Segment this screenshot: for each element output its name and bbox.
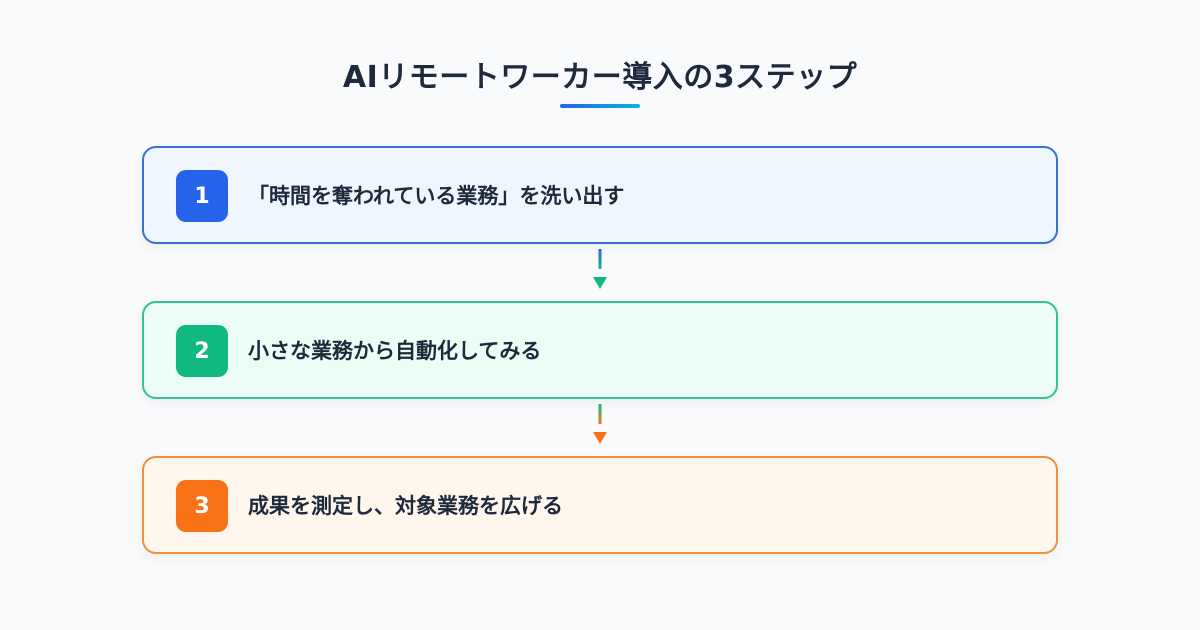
connector-line-2: [598, 404, 602, 424]
step-text-1: 「時間を奪われている業務」を洗い出す: [248, 184, 625, 208]
step-number-badge-3: 3: [176, 480, 228, 532]
step-number-badge-1: 1: [176, 170, 228, 222]
step-number-badge-2: 2: [176, 325, 228, 377]
arrow-down-icon-2: [593, 432, 607, 444]
step-card-1: 1 「時間を奪われている業務」を洗い出す: [142, 146, 1058, 244]
step-text-2: 小さな業務から自動化してみる: [248, 339, 542, 363]
arrow-down-connector-2: [593, 404, 607, 444]
step-text-3: 成果を測定し、対象業務を広げる: [248, 494, 563, 518]
arrow-down-icon-1: [593, 277, 607, 289]
step-card-2: 2 小さな業務から自動化してみる: [142, 301, 1058, 399]
title-underline: [560, 104, 640, 108]
connector-line-1: [598, 249, 602, 269]
step-card-3: 3 成果を測定し、対象業務を広げる: [142, 456, 1058, 554]
arrow-down-connector-1: [593, 249, 607, 289]
page-title: AIリモートワーカー導入の3ステップ: [342, 60, 858, 95]
